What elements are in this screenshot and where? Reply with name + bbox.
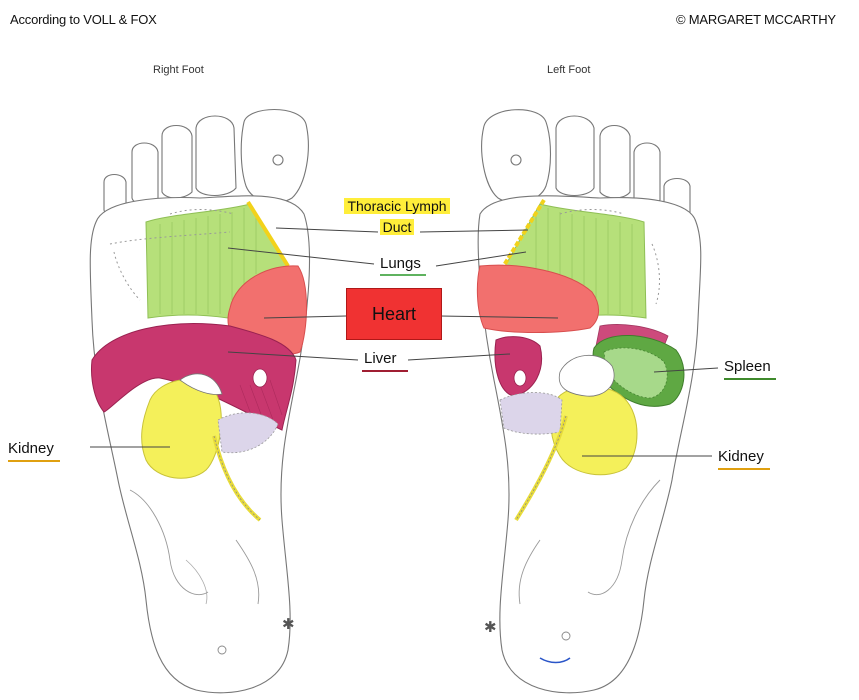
left-kidney-zone [551,386,637,475]
svg-text:✱: ✱ [484,618,497,636]
thoracic-lymph-duct-label: Thoracic Lymph Duct [336,196,458,238]
spleen-underline [724,378,776,380]
lungs-label: Lungs [380,255,421,272]
kidney-right-label: Kidney [8,440,54,457]
thoracic-lymph-line2: Duct [380,219,415,235]
right-foot-second-toe [196,116,236,196]
thoracic-lymph-line1: Thoracic Lymph [344,198,449,214]
kidney-left-underline [718,468,770,470]
liver-underline [362,370,408,372]
kidney-left-label: Kidney [718,448,764,465]
kidney-right-underline [8,460,60,462]
left-foot-fourth-toe [634,143,660,206]
heart-label-box: Heart [346,288,442,340]
heart-label: Heart [372,304,416,325]
svg-text:✱: ✱ [282,615,295,633]
left-foot-big-toe [482,110,551,203]
left-bladder-zone [500,393,562,435]
liver-label: Liver [364,350,397,367]
left-foot-third-toe [600,126,630,199]
spleen-label: Spleen [724,358,771,375]
right-foot-fourth-toe [132,143,158,204]
right-kidney-zone [142,379,222,478]
lungs-underline [380,274,426,276]
left-foot-second-toe [556,116,594,196]
right-foot-third-toe [162,126,192,199]
